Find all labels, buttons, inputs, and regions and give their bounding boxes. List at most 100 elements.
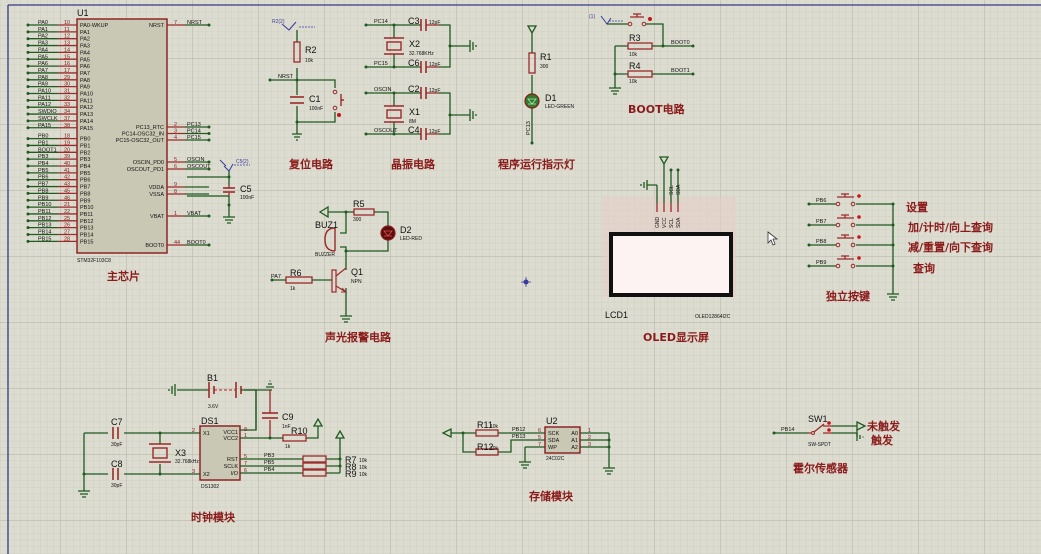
u1-pin-number: 22 <box>64 209 70 215</box>
u1-pin-number: 17 <box>64 68 70 74</box>
u1-body[interactable] <box>76 18 168 254</box>
boot-circuit[interactable]: (1) R3 10k R4 10k BOOT0 BOOT1 <box>589 13 695 95</box>
r2-value: 10k <box>305 58 314 64</box>
oled-net-scl: SCL <box>669 185 675 195</box>
c6-ref: C6 <box>408 58 420 68</box>
u1-net-label: PB5 <box>38 168 48 174</box>
alarm-circuit[interactable]: R5 300 D2 LED-RED BUZ1 BUZZER R6 1k Q1 N… <box>270 199 423 323</box>
u1-pin-name: VSSA <box>149 192 164 198</box>
run-led-circuit[interactable]: R1 300 D1 LED-GREEN PC13 <box>524 25 575 145</box>
r12-ref: R12 <box>477 442 494 452</box>
oled-display[interactable]: LCD1 OLED12864I2C <box>603 156 736 320</box>
key-button-pb6[interactable]: PB6 <box>807 193 895 207</box>
u1-pin-number: 31 <box>64 89 70 95</box>
u1-pin-number: 19 <box>64 140 70 146</box>
u2-pin-name: SDA <box>548 438 560 444</box>
u1-pin-name: PB6 <box>80 178 90 184</box>
c5-capacitor[interactable]: C5 100nF C5(2) <box>187 159 254 224</box>
u1-stm32[interactable]: U1 STM32F103C8 <box>76 8 168 264</box>
oled-pin-gnd: GND <box>655 217 661 229</box>
u1-pin-number: 46 <box>64 195 70 201</box>
storage-module[interactable]: R11 10k R12 10k PB12 PB13 U2 24C02C <box>441 416 615 475</box>
ds1-part: DS1302 <box>201 484 219 490</box>
pullup-ref: R7 <box>345 455 357 465</box>
hall-sensor-switch[interactable]: SW1 SW-SPDT PB14 未触发 触发 <box>772 414 901 448</box>
crystal-circuit[interactable]: PC14 PC15 OSCIN OSCOUT C3 C6 C2 C4 12pF … <box>364 16 477 140</box>
u1-net-label: PB14 <box>38 230 51 236</box>
buz1-ref: BUZ1 <box>315 220 338 230</box>
u1-pin-number: 28 <box>64 236 70 242</box>
net-pb14: PB14 <box>781 427 794 433</box>
u1-net-label: PB12 <box>38 216 51 222</box>
ds1302-pin-number: 5 <box>244 454 247 460</box>
key-button-pb9[interactable]: PB9 <box>807 255 895 269</box>
u1-net-label: SWCLK <box>38 116 58 122</box>
section-label-hall: 霍尔传感器 <box>793 461 849 475</box>
ds1302-pin-name: SCLK <box>224 464 239 470</box>
b1-value: 3.6V <box>208 404 219 410</box>
u2-part: 24C02C <box>546 456 565 462</box>
section-label-reset: 复位电路 <box>288 157 334 171</box>
u1-pin-name: PA13 <box>80 112 93 118</box>
r3-ref: R3 <box>629 33 641 43</box>
u1-net-label: PA8 <box>38 75 48 81</box>
u1-net-label: PB1 <box>38 140 48 146</box>
ds1302-pin-name: I/O <box>231 471 239 477</box>
reset-circuit[interactable]: R2(2) R2 10k NRST C1 100nF <box>268 19 345 141</box>
clock-module[interactable]: B1 3.6V C9 1nF R10 1k C7 30pF C8 30pF X3… <box>78 373 346 498</box>
u1-pin-number: 37 <box>64 116 70 122</box>
u2-pin-name: SCK <box>548 431 560 437</box>
net-boot1: BOOT1 <box>671 68 690 74</box>
key-button-pb8[interactable]: PB8 <box>807 234 895 248</box>
u1-pin-name: PC15-OSC32_OUT <box>116 138 165 144</box>
r10-ref: R10 <box>291 426 308 436</box>
ds1302-pin-number: 6 <box>244 468 247 474</box>
net-pb13: PB13 <box>512 434 525 440</box>
u1-pin-number: 14 <box>64 47 70 53</box>
u1-net-label: PB4 <box>38 161 48 167</box>
